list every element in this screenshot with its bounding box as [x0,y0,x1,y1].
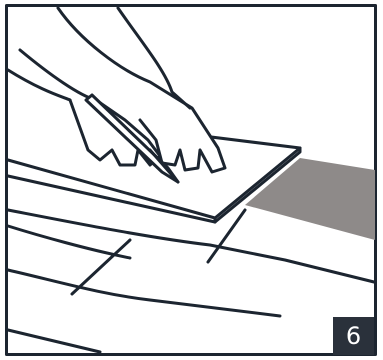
step-number-badge: 6 [333,317,374,355]
floor-line-4 [8,330,100,352]
step-number-label: 6 [346,324,361,348]
installed-tile [245,158,375,240]
hands [8,8,225,182]
floor-line-3 [8,270,280,316]
line-art [7,6,376,355]
floor-planks [8,210,374,352]
